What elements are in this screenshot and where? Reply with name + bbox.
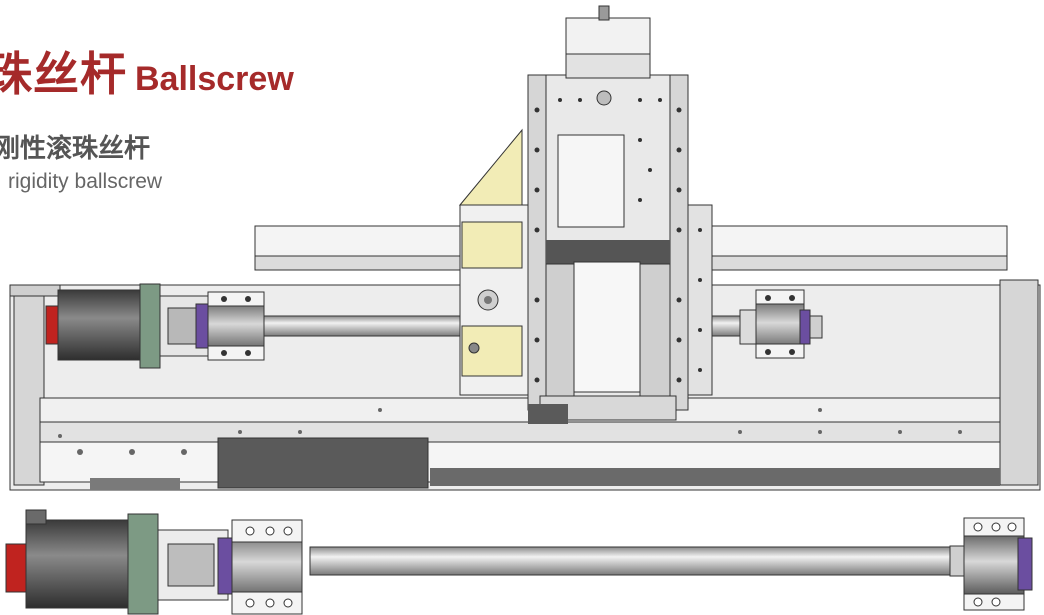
front-rail	[39, 397, 1001, 423]
gusset-plate	[458, 128, 523, 206]
lower-motor-red-cap	[5, 543, 29, 593]
lower-motor-flange	[127, 513, 159, 615]
title-chinese: 珠丝杆	[0, 47, 127, 101]
dark-pocket	[217, 437, 429, 489]
motor-flange	[139, 283, 161, 369]
machine-assembly-illustration	[9, 5, 1041, 491]
subtitle-chinese: 刚性滚珠丝杆	[0, 134, 151, 164]
motor-body	[57, 289, 143, 361]
column-window	[557, 134, 625, 228]
ballscrew-assembly-illustration	[5, 509, 1033, 615]
screw-rod-lower	[309, 546, 951, 576]
subtitle-english: rigidity ballscrew	[8, 170, 163, 193]
lower-bearing-block-right	[963, 527, 1025, 603]
title-english: Ballscrew	[135, 60, 294, 98]
lower-motor-body	[25, 519, 131, 609]
